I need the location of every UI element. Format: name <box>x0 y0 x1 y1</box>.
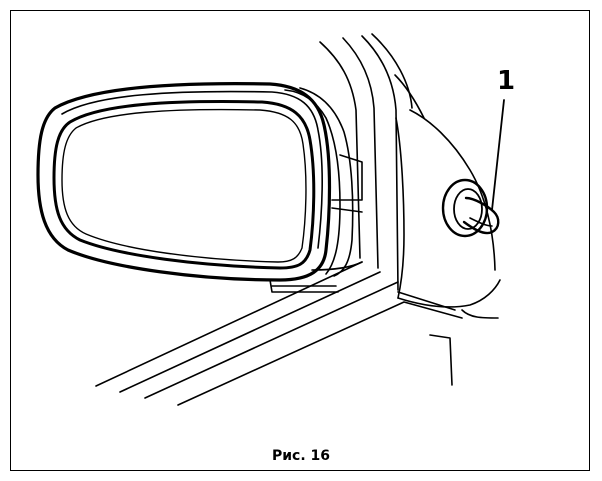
callout-leader <box>491 99 505 211</box>
mirror-housing <box>36 82 354 282</box>
callout-label-1: 1 <box>497 66 516 96</box>
adjustment-knob <box>441 178 500 238</box>
figure-caption: Рис. 16 <box>271 448 331 464</box>
window-sill <box>95 261 463 406</box>
mirror-glass <box>52 100 316 270</box>
figure-frame <box>10 10 590 471</box>
mirror-mount <box>269 154 363 293</box>
door-frame <box>319 33 501 386</box>
